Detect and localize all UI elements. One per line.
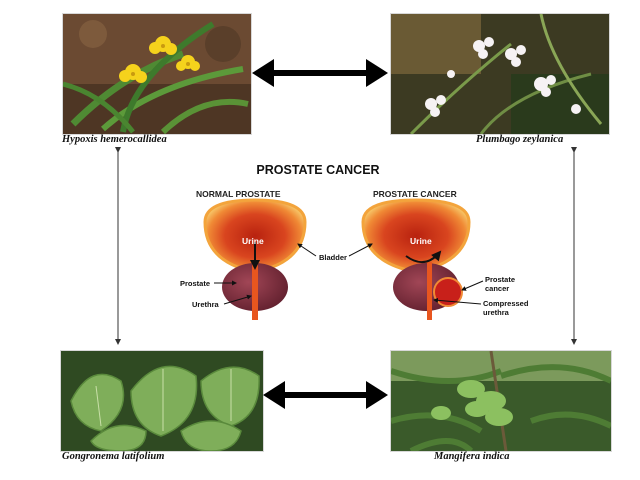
label-urethra: Urethra [192, 300, 219, 309]
cancer-prostate-figure [361, 198, 471, 320]
label-prostate-cancer-line2: cancer [485, 284, 510, 293]
label-compressed-line2: urethra [483, 308, 509, 317]
photo-plumbago-zeylanica [390, 13, 610, 135]
label-prostate: Prostate [180, 279, 211, 288]
label-compressed-urethra: Compressed urethra [483, 299, 528, 317]
label-prostate-cancer: Prostate cancer [485, 275, 515, 293]
diagram-title: PROSTATE CANCER [256, 163, 380, 177]
label-bladder: Bladder [319, 253, 347, 262]
label-prostate-cancer-line1: Prostate [485, 275, 516, 284]
photo-hypoxis-hemerocallidea [62, 13, 252, 135]
species-name-gongronema: Gongronema latifolium [62, 451, 165, 462]
normal-prostate-title: NORMAL PROSTATE [196, 189, 281, 199]
double-arrow-top [252, 59, 388, 87]
photo-mangifera-indica [390, 350, 612, 452]
species-name-hypoxis: Hypoxis hemerocallidea [62, 134, 167, 145]
label-urine-cancer: Urine [410, 236, 432, 246]
normal-prostate-figure [203, 198, 307, 320]
label-compressed-line1: Compressed [483, 299, 529, 308]
species-name-plumbago: Plumbago zeylanica [476, 134, 564, 145]
photo-gongronema-latifolium [60, 350, 264, 452]
double-arrow-bottom [263, 381, 388, 409]
species-name-mangifera: Mangifera indica [434, 451, 510, 462]
label-urine-normal: Urine [242, 236, 264, 246]
prostate-cancer-title: PROSTATE CANCER [373, 189, 457, 199]
